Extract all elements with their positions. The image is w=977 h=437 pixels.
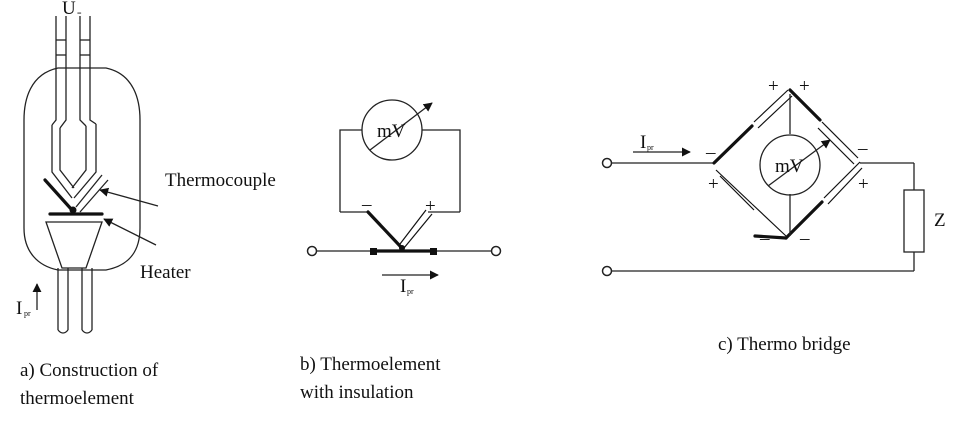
thermocouple-label: Thermocouple bbox=[165, 170, 276, 191]
load-label: Z bbox=[934, 210, 946, 231]
current-label-a: I bbox=[16, 298, 22, 319]
plus-sign-c-top-left: + bbox=[768, 76, 779, 97]
plus-sign-c-right: + bbox=[858, 174, 869, 195]
terminal-b-left bbox=[306, 245, 318, 257]
minus-sign-c-right: – bbox=[857, 138, 868, 159]
lead-wires bbox=[51, 16, 97, 129]
caption-b-line2: with insulation bbox=[300, 382, 414, 403]
current-label-b: I bbox=[400, 276, 406, 297]
thermocouple-pointer bbox=[99, 187, 159, 207]
meter-needle-c bbox=[767, 139, 831, 187]
millivoltmeter-b bbox=[361, 99, 423, 161]
millivoltmeter-c bbox=[759, 134, 821, 196]
plus-sign-c-top-right: + bbox=[799, 76, 810, 97]
current-subscript-c: pr bbox=[647, 143, 654, 152]
meter-label-b: mV bbox=[377, 121, 406, 142]
caption-b-line1: b) Thermoelement bbox=[300, 354, 441, 375]
heater-label: Heater bbox=[140, 262, 191, 283]
current-subscript-b: pr bbox=[407, 287, 414, 296]
voltage-subscript: = bbox=[77, 9, 82, 18]
terminal-b-right bbox=[490, 245, 502, 257]
voltage-label: U bbox=[62, 0, 76, 19]
heater-clamp-left bbox=[370, 248, 377, 255]
minus-sign-c-bottom-right: – bbox=[799, 228, 810, 249]
minus-sign-b: – bbox=[361, 194, 372, 215]
load-resistor bbox=[903, 189, 925, 253]
panel-b-insulated: mV – + I pr b) Thermoelement with insula… bbox=[300, 99, 502, 403]
current-subscript-a: pr bbox=[24, 309, 31, 318]
heater-pointer bbox=[103, 218, 157, 246]
bridge-arms bbox=[712, 88, 863, 240]
caption-a-line2: thermoelement bbox=[20, 388, 135, 409]
glass-envelope bbox=[23, 67, 141, 271]
meter-lead-left bbox=[339, 129, 362, 212]
plus-sign-b: + bbox=[425, 196, 436, 217]
heater-clamp-right bbox=[430, 248, 437, 255]
panel-a-construction: U = bbox=[16, 0, 276, 409]
meter-label-c: mV bbox=[775, 156, 804, 177]
minus-sign-c-bottom-left: – bbox=[759, 228, 770, 249]
minus-sign-c-left: – bbox=[705, 142, 716, 163]
current-label-c: I bbox=[640, 132, 646, 153]
terminal-c-top bbox=[601, 157, 613, 169]
heater-element bbox=[45, 212, 104, 334]
meter-lead-right bbox=[422, 129, 461, 212]
caption-c: c) Thermo bridge bbox=[718, 334, 851, 355]
thermocouple-minus-wire bbox=[366, 210, 402, 248]
terminal-c-bottom bbox=[601, 265, 613, 277]
plus-sign-c-left: + bbox=[708, 174, 719, 195]
panel-c-bridge: I pr mV Z + bbox=[601, 76, 946, 355]
caption-a-line1: a) Construction of bbox=[20, 360, 159, 381]
meter-needle-b bbox=[369, 102, 433, 151]
thermocouple-junction bbox=[43, 124, 109, 214]
